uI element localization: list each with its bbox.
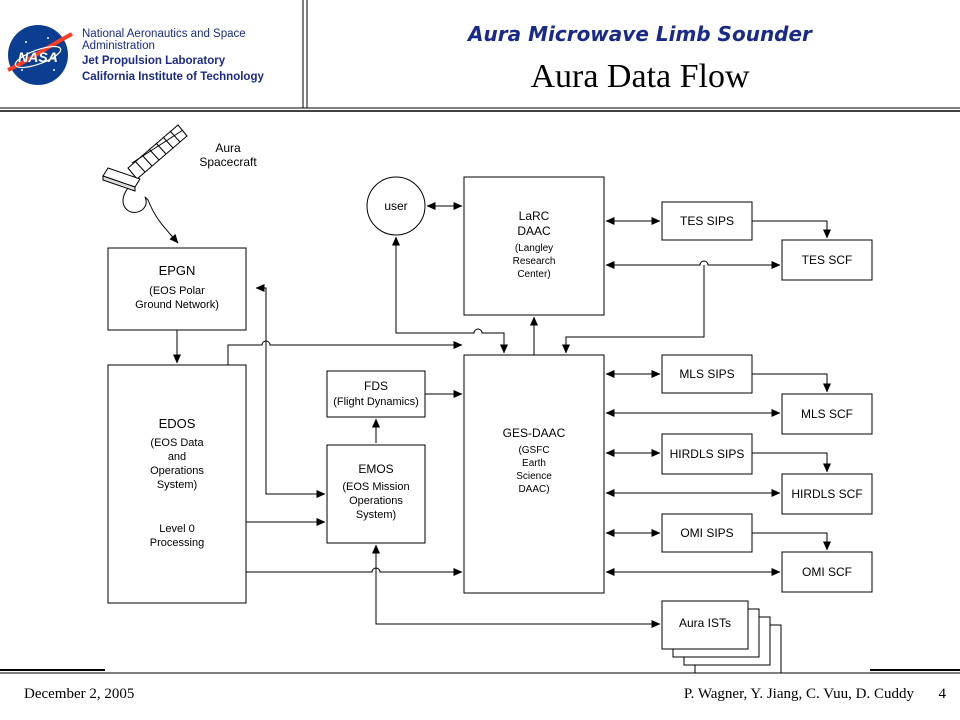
aura-spacecraft-icon: [102, 124, 188, 192]
mls-sips-label: MLS SIPS: [679, 367, 734, 381]
svg-text:Science: Science: [516, 471, 552, 482]
svg-text:EMOS: EMOS: [358, 462, 393, 476]
slide-title: Aura Data Flow: [530, 58, 750, 95]
svg-text:GES-DAAC: GES-DAAC: [503, 426, 566, 440]
svg-text:and: and: [168, 451, 186, 463]
svg-text:Operations: Operations: [150, 465, 204, 477]
hirdls-sips-label: HIRDLS SIPS: [670, 447, 745, 461]
mls-sips-box: [661, 354, 753, 394]
svg-text:System): System): [356, 509, 396, 521]
svg-text:(Flight Dynamics): (Flight Dynamics): [333, 396, 419, 408]
svg-text:DAAC: DAAC: [517, 224, 551, 238]
org-line-1: National Aeronautics and Space: [82, 28, 246, 40]
svg-text:(EOS Mission: (EOS Mission: [342, 481, 409, 493]
svg-text:Research: Research: [513, 256, 556, 267]
svg-text:Earth: Earth: [522, 458, 546, 469]
organization-block: National Aeronautics and Space Administr…: [82, 26, 264, 85]
svg-text:(EOS Data: (EOS Data: [150, 437, 204, 449]
svg-text:EPGN: EPGN: [159, 263, 196, 278]
header-frame: [0, 0, 960, 112]
fds-box: [326, 370, 426, 418]
connectors: [173, 202, 831, 628]
ges-daac-label: GES-DAAC (GSFC Earth Science DAAC): [503, 426, 566, 495]
svg-text:Spacecraft: Spacecraft: [199, 155, 257, 169]
omi-sips-label: OMI SIPS: [680, 526, 733, 540]
fds-label: FDS (Flight Dynamics): [333, 379, 419, 408]
downlink-arrow: [122, 187, 179, 244]
edos-box: [107, 364, 247, 604]
aura-ists-label: Aura ISTs: [679, 616, 731, 630]
tes-scf-box: [781, 239, 873, 281]
org-line-2: Administration: [82, 40, 155, 52]
emos-box: [326, 444, 426, 544]
footer-rule: [0, 669, 960, 674]
svg-text:(EOS Polar: (EOS Polar: [149, 285, 205, 297]
svg-text:System): System): [157, 479, 197, 491]
svg-text:Operations: Operations: [349, 495, 403, 507]
edos-label: EDOS (EOS Data and Operations System) Le…: [150, 416, 205, 549]
aura-ists-box: [661, 600, 749, 650]
hirdls-scf-box: [781, 473, 873, 515]
hirdls-scf-label: HIRDLS SCF: [791, 487, 862, 501]
mls-scf-box: [781, 393, 873, 435]
omi-scf-label: OMI SCF: [802, 565, 852, 579]
svg-text:Aura: Aura: [215, 141, 241, 155]
svg-text:(Langley: (Langley: [515, 243, 553, 254]
hirdls-sips-box: [661, 433, 753, 475]
mls-scf-label: MLS SCF: [801, 407, 853, 421]
footer-authors: P. Wagner, Y. Jiang, C. Vuu, D. Cuddy: [683, 686, 914, 702]
emos-label: EMOS (EOS Mission Operations System): [342, 462, 409, 521]
nasa-logo-text: NASA: [18, 49, 58, 65]
omi-sips-box: [661, 513, 753, 553]
page-number: 4: [938, 686, 947, 702]
svg-text:DAAC): DAAC): [518, 484, 549, 495]
svg-text:Center): Center): [517, 269, 550, 280]
user-node: [366, 176, 426, 236]
omi-scf-box: [781, 551, 873, 593]
org-line-4: California Institute of Technology: [82, 71, 264, 83]
epgn-label: EPGN (EOS Polar Ground Network): [135, 263, 219, 311]
user-label: user: [384, 199, 407, 213]
svg-text:Processing: Processing: [150, 537, 204, 549]
svg-text:(GSFC: (GSFC: [518, 445, 549, 456]
svg-text:FDS: FDS: [364, 379, 388, 393]
footer-date: December 2, 2005: [24, 686, 135, 702]
svg-text:Ground Network): Ground Network): [135, 299, 219, 311]
epgn-box: [107, 247, 247, 331]
project-title: Aura Microwave Limb Sounder: [468, 22, 812, 46]
tes-scf-label: TES SCF: [802, 253, 853, 267]
larc-daac-label: LaRC DAAC (Langley Research Center): [513, 209, 556, 280]
svg-text:Level 0: Level 0: [159, 523, 194, 535]
tes-sips-label: TES SIPS: [680, 214, 734, 228]
svg-text:LaRC: LaRC: [519, 209, 550, 223]
nasa-logo: NASA: [7, 25, 73, 85]
spacecraft-label: Aura Spacecraft: [199, 141, 257, 169]
svg-text:EDOS: EDOS: [159, 416, 196, 431]
org-line-3: Jet Propulsion Laboratory: [82, 55, 226, 67]
